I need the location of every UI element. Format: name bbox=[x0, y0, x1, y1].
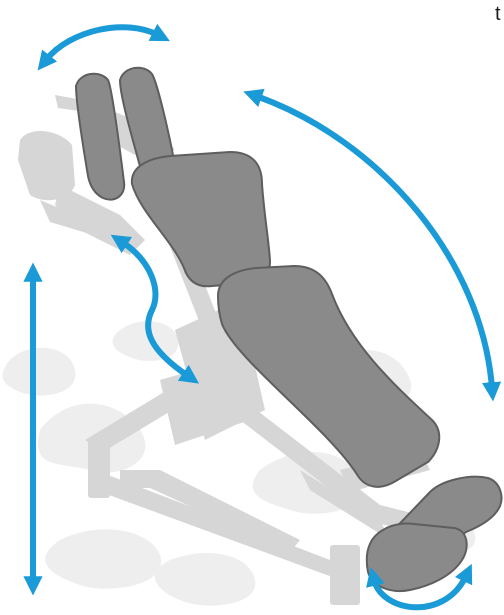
upper-back-pad bbox=[130, 150, 272, 288]
head-pad-left bbox=[74, 72, 126, 201]
head-tilt-arrow-icon bbox=[37, 23, 170, 71]
footrest-pad bbox=[365, 475, 503, 592]
lift-mechanism-arrow-icon bbox=[110, 234, 200, 384]
backrest-recline-arrow-icon bbox=[243, 88, 502, 402]
corner-text: t bbox=[495, 3, 501, 25]
footrest-tilt-arrow-icon bbox=[366, 563, 473, 611]
adjustment-arrows bbox=[23, 23, 502, 611]
